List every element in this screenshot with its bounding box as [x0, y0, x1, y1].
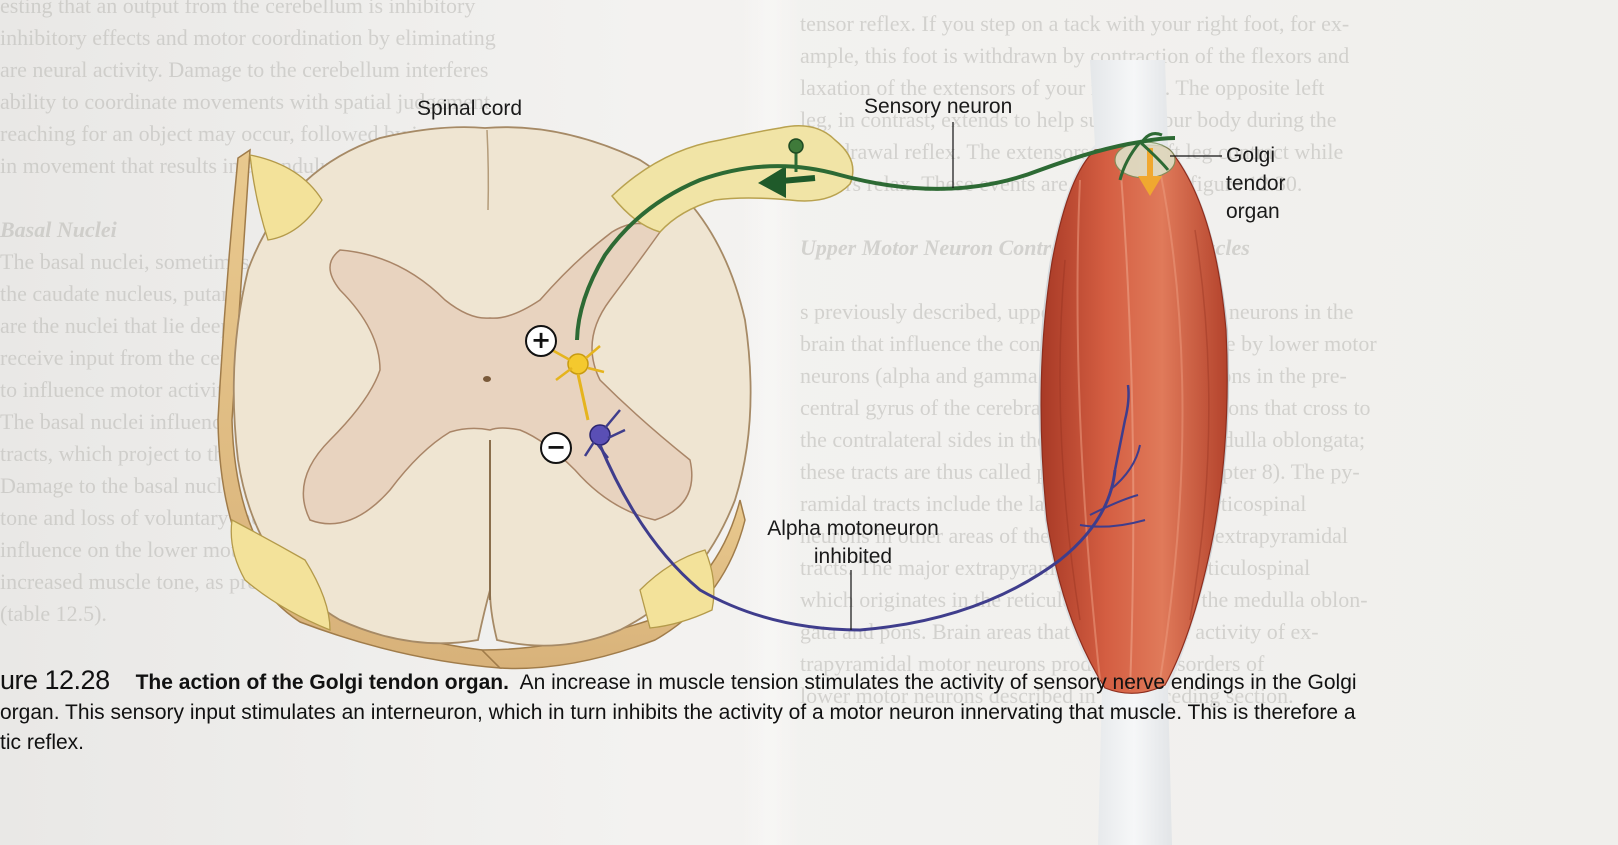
excitatory-synapse-icon: + — [525, 325, 557, 357]
label-golgi-tendon-organ: Golgi tendor organ — [1226, 142, 1310, 226]
label-spinal-cord: Spinal cord — [417, 96, 522, 122]
label-sensory-neuron: Sensory neuron — [864, 94, 1012, 120]
inhibitory-synapse-icon: − — [540, 432, 572, 464]
label-alpha-motoneuron: Alpha motoneuron inhibited — [748, 515, 958, 571]
figure-caption: ure 12.28 The action of the Golgi tendon … — [0, 665, 1600, 758]
caption-text: An increase in muscle tension stimulates… — [520, 671, 1357, 694]
interneuron-cell-body — [568, 354, 588, 374]
sensory-cell-body — [789, 139, 803, 153]
dorsal-root-ganglion — [612, 126, 853, 232]
muscle-belly — [1041, 145, 1227, 693]
figure-title: The action of the Golgi tendon organ. — [136, 671, 509, 694]
caption-line-1: ure 12.28 The action of the Golgi tendon … — [0, 665, 1600, 698]
figure-number: ure 12.28 — [0, 665, 110, 695]
caption-line-2: organ. This sensory input stimulates an … — [0, 698, 1600, 728]
central-canal — [483, 376, 491, 382]
caption-line-3: tic reflex. — [0, 728, 1600, 758]
